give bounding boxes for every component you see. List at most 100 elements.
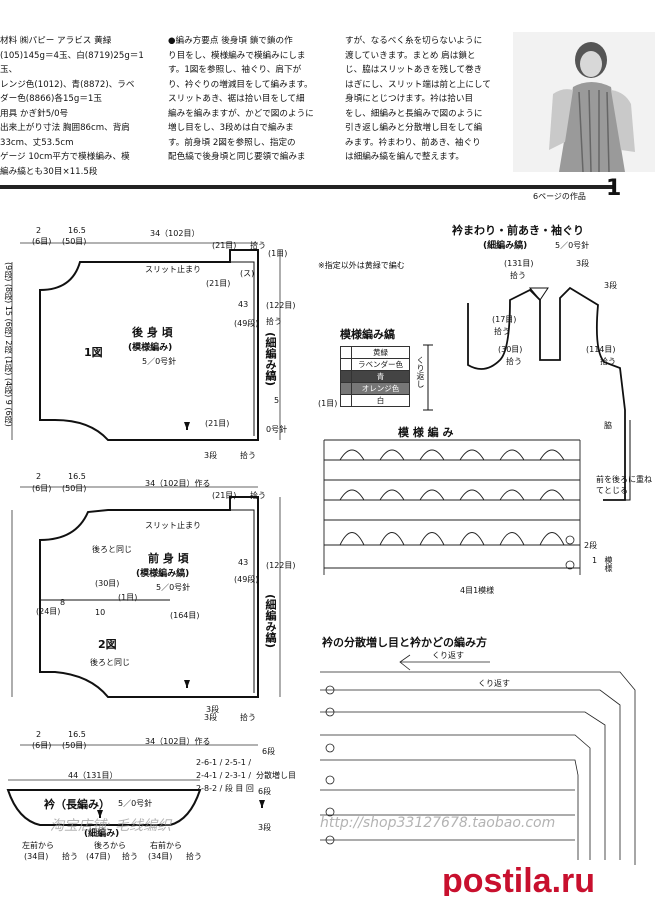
back-dim-width: 34（102目） bbox=[150, 229, 200, 238]
back-sp: (ス) bbox=[240, 269, 255, 278]
stitch-pattern: 模様 bbox=[604, 556, 613, 572]
finish-sub: (細編み縞) bbox=[483, 241, 528, 251]
front-slit: スリット止まり bbox=[145, 521, 201, 530]
finish-hook: 5／0号針 bbox=[555, 241, 590, 250]
legend-note: ※指定以外は黄緑で編む bbox=[318, 261, 405, 270]
back-r21-c: (21目) bbox=[205, 419, 230, 428]
front-b50: (50目) bbox=[62, 741, 87, 750]
front-mid: 3段 bbox=[206, 705, 220, 714]
front-same-1: 後ろと同じ bbox=[92, 545, 132, 554]
finish-s17: (17目) bbox=[492, 315, 517, 324]
finish-pick2: 拾う bbox=[494, 327, 510, 336]
back-dim-2: 2 bbox=[36, 226, 42, 235]
collar-right: 右前から bbox=[150, 841, 182, 850]
front-hook: 5／0号針 bbox=[156, 583, 191, 592]
finish-s30: (30目) bbox=[498, 345, 523, 354]
collar-back: 後ろから bbox=[94, 841, 126, 850]
back-height-pick: 拾う bbox=[266, 317, 282, 326]
front-st10: 10 bbox=[95, 608, 106, 617]
front-same-2: 後ろと同じ bbox=[90, 658, 130, 667]
model-photo bbox=[513, 32, 655, 172]
back-gauge: 0号針 bbox=[266, 425, 288, 434]
svg-text:postila.ru: postila.ru bbox=[442, 862, 595, 896]
collar-pk2: 拾う bbox=[122, 852, 138, 861]
front-st8: 8 bbox=[60, 598, 66, 607]
collar-left: 左前から bbox=[22, 841, 54, 850]
collar-series: 2-6-1 / 2-5-1 / 2-4-1 / 2-3-1 / 2-8-2 / … bbox=[196, 758, 254, 793]
front-st164: (164目) bbox=[170, 611, 200, 620]
back-b50: (50目) bbox=[62, 484, 87, 493]
collar-chart-repeat-1: くり返す bbox=[432, 651, 464, 660]
back-r21-a: (21目) bbox=[212, 241, 237, 250]
stitch-one: 1 bbox=[592, 556, 598, 565]
back-h49: (49段) bbox=[234, 319, 259, 328]
legend-count: (1目) bbox=[318, 399, 338, 408]
stitch-unit: 4目1模様 bbox=[460, 586, 495, 595]
finish-pick4: 拾う bbox=[600, 357, 616, 366]
front-border: (細編み縞) bbox=[264, 594, 277, 649]
back-five: 5 bbox=[274, 396, 280, 405]
postila-logo-drawing: postila.ru bbox=[442, 862, 595, 896]
back-one: (1目) bbox=[268, 249, 288, 258]
back-b6: (6目) bbox=[32, 484, 52, 493]
collar-chart-repeat-2: くり返す bbox=[478, 679, 510, 688]
back-height: (122目) bbox=[266, 301, 296, 310]
finish-r3b: 3段 bbox=[604, 281, 618, 290]
collar-hook: 5／0号針 bbox=[118, 799, 153, 808]
front-b2: 2 bbox=[36, 730, 42, 739]
back-b2: 2 bbox=[36, 472, 42, 481]
collar-border: (細編み) bbox=[84, 829, 120, 839]
back-left-rows: (9段) (8段) 15 (6段) 2段 (1段) (4段) 9 (6段) bbox=[4, 262, 13, 427]
finish-pick3: 拾う bbox=[506, 357, 522, 366]
legend-row: 青 bbox=[351, 370, 410, 383]
back-sts-50: (50目) bbox=[62, 237, 87, 246]
back-border: (細編み縞) bbox=[264, 332, 277, 387]
back-r21-b: (21目) bbox=[206, 279, 231, 288]
back-b165: 16.5 bbox=[68, 472, 86, 481]
collar-pk1: 拾う bbox=[62, 852, 78, 861]
front-b165: 16.5 bbox=[68, 730, 86, 739]
postila-logo: postila.ru bbox=[440, 862, 650, 896]
instructions-text-1: ●編み方要点 後身頃 鎖で鎖の作 り目をし、模様編みで模編みにしま す。1図を参… bbox=[168, 36, 314, 162]
collar-dist: 分散増し目 bbox=[256, 771, 296, 780]
front-title: 前 身 頃 bbox=[148, 552, 189, 565]
watermark-left: 淘宝店铺: 毛线编织 bbox=[50, 818, 172, 834]
front-st1: (1目) bbox=[118, 593, 138, 602]
legend-table: 黄緑 ラベンダー色 青 オレンジ色 白 bbox=[340, 346, 410, 407]
front-st24: (24目) bbox=[36, 607, 61, 616]
back-fig: 1図 bbox=[84, 346, 103, 359]
collar-s47: (47目) bbox=[86, 852, 111, 861]
finish-pick1: 拾う bbox=[510, 271, 526, 280]
back-bot-row: 3段 bbox=[204, 451, 218, 460]
collar-width: 44（131目） bbox=[68, 771, 118, 780]
back-hook: 5／0号針 bbox=[142, 357, 177, 366]
collar-s34a: (34目) bbox=[24, 852, 49, 861]
finish-s131: (131目) bbox=[504, 259, 534, 268]
collar-chart-title: 衿の分散増し目と衿かどの編み方 bbox=[322, 636, 487, 649]
collar-s34b: (34目) bbox=[148, 852, 173, 861]
front-height: (122目) bbox=[266, 561, 296, 570]
finish-title: 衿まわり・前あき・袖ぐり bbox=[452, 224, 584, 237]
front-b6: (6目) bbox=[32, 741, 52, 750]
header-divider bbox=[0, 185, 616, 189]
finish-side: 脇 bbox=[604, 421, 612, 430]
legend-row: 白 bbox=[351, 394, 410, 407]
front-st30: (30目) bbox=[95, 579, 120, 588]
legend-repeat: くり返し bbox=[416, 356, 425, 388]
watermark-right: http://shop33127678.taobao.com bbox=[320, 815, 556, 831]
front-six: 6段 bbox=[262, 747, 276, 756]
back-pattern: (模様編み) bbox=[128, 343, 173, 353]
stitch-chart-drawing bbox=[323, 439, 581, 575]
back-dim-165: 16.5 bbox=[68, 226, 86, 235]
collar-r3: 3段 bbox=[258, 823, 272, 832]
back-title: 後 身 頃 bbox=[132, 326, 173, 339]
back-sts-6: (6目) bbox=[32, 237, 52, 246]
collar-title: 衿（長編み） bbox=[44, 798, 110, 811]
back-bottom: 34（102目）作る bbox=[145, 479, 211, 488]
back-bot-pick: 拾う bbox=[240, 451, 256, 460]
page-number: 1 bbox=[606, 176, 622, 201]
collar-chart-drawing bbox=[320, 654, 636, 865]
front-h49: (49段) bbox=[234, 575, 259, 584]
front-bottom: 34（102目）作る bbox=[145, 737, 211, 746]
